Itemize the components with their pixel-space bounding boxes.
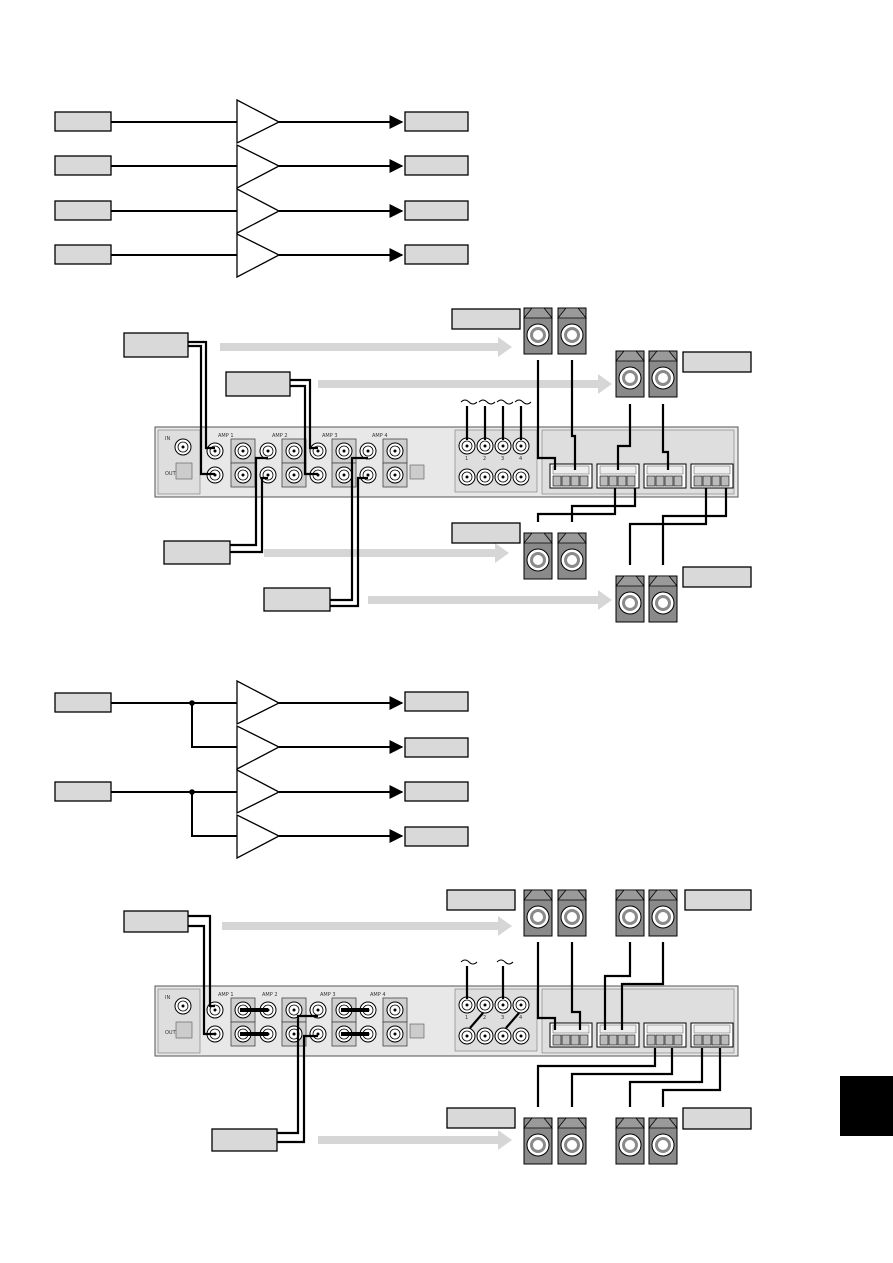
input-box-4	[54, 244, 112, 265]
output-box-2	[404, 155, 469, 176]
input-box-right	[54, 781, 112, 802]
svg-text:AMP 2: AMP 2	[272, 433, 288, 439]
svg-text:1: 1	[465, 1015, 468, 1021]
source-box-b	[225, 371, 291, 397]
source-box-a	[123, 332, 189, 358]
speaker-label-front	[451, 308, 521, 330]
input-box-left	[54, 692, 112, 713]
svg-text:AMP 1: AMP 1	[218, 433, 234, 439]
diagram-2-wiring: IN OUT AMP 1 AMP 2 AMP 3 AMP 4 1 2 3 4	[123, 307, 752, 623]
output-box-1	[404, 111, 469, 132]
svg-text:AMP 3: AMP 3	[322, 433, 338, 439]
svg-text:3: 3	[501, 1015, 504, 1021]
svg-text:AMP 3: AMP 3	[320, 992, 336, 998]
input-box-1	[54, 111, 112, 132]
svg-text:AMP 4: AMP 4	[370, 992, 386, 998]
input-box-2	[54, 155, 112, 176]
svg-text:1: 1	[465, 456, 468, 462]
svg-text:OUT: OUT	[165, 1030, 177, 1036]
diagram-3-flow	[54, 679, 469, 860]
amplifier-triangle-1	[236, 98, 281, 145]
speaker-label-rear	[682, 351, 752, 373]
speaker-label-sub	[682, 566, 752, 588]
output-box-4	[404, 244, 469, 265]
input-box-3	[54, 200, 112, 221]
source-box-d	[263, 587, 331, 612]
svg-text:2: 2	[483, 456, 486, 462]
svg-text:IN: IN	[165, 995, 170, 1001]
svg-text:AMP 1: AMP 1	[218, 992, 234, 998]
speaker-label-side	[451, 522, 521, 544]
svg-text:IN: IN	[165, 436, 170, 442]
svg-text:AMP 2: AMP 2	[262, 992, 278, 998]
svg-text:2: 2	[483, 1015, 486, 1021]
svg-text:3: 3	[501, 456, 504, 462]
amplifier-triangle-3	[236, 187, 281, 235]
diagram-1-flow	[54, 98, 469, 279]
diagram-4-wiring: IN OUT AMP 1 AMP 2 AMP 3 AMP 4 1 2 3 4	[123, 889, 752, 1165]
svg-text:AMP 4: AMP 4	[372, 433, 388, 439]
svg-text:4: 4	[519, 1015, 522, 1021]
amplifier-triangle-4	[236, 232, 281, 279]
svg-text:OUT: OUT	[165, 471, 177, 477]
output-box-3	[404, 200, 469, 221]
page-tab	[840, 1076, 893, 1136]
svg-text:4: 4	[519, 456, 522, 462]
amplifier-triangle-2	[236, 143, 281, 190]
source-box-c	[163, 540, 231, 565]
